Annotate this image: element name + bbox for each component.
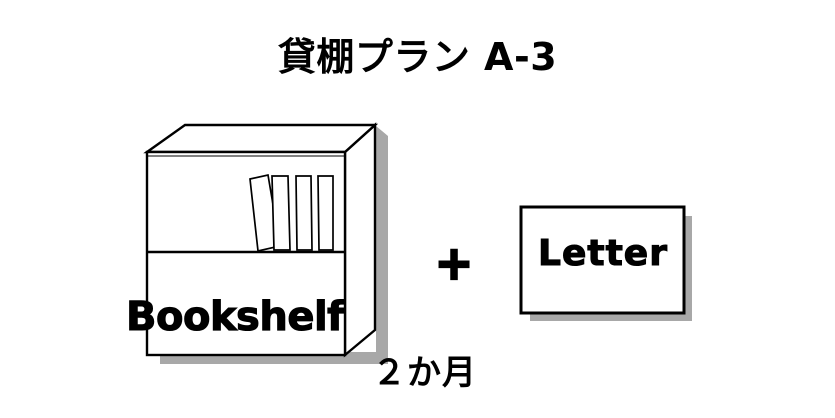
duration-label: ２か月 bbox=[372, 353, 477, 393]
bookshelf-icon bbox=[143, 122, 379, 358]
book-item bbox=[271, 175, 291, 251]
letter-label: Letter bbox=[537, 232, 668, 274]
plus-icon: + bbox=[434, 236, 475, 290]
bookshelf-label: Bookshelf bbox=[125, 293, 345, 340]
letter-card-icon bbox=[519, 205, 686, 315]
bookshelf-side-face bbox=[343, 122, 377, 358]
book-item bbox=[317, 175, 334, 251]
book-item bbox=[295, 175, 313, 251]
bookshelf-front-face bbox=[145, 150, 347, 357]
bookshelf-top-face bbox=[143, 123, 379, 154]
page-title: 貸棚プラン A-3 bbox=[277, 35, 558, 79]
bookshelf-books-group bbox=[249, 173, 334, 253]
letter-card-face bbox=[519, 205, 686, 315]
